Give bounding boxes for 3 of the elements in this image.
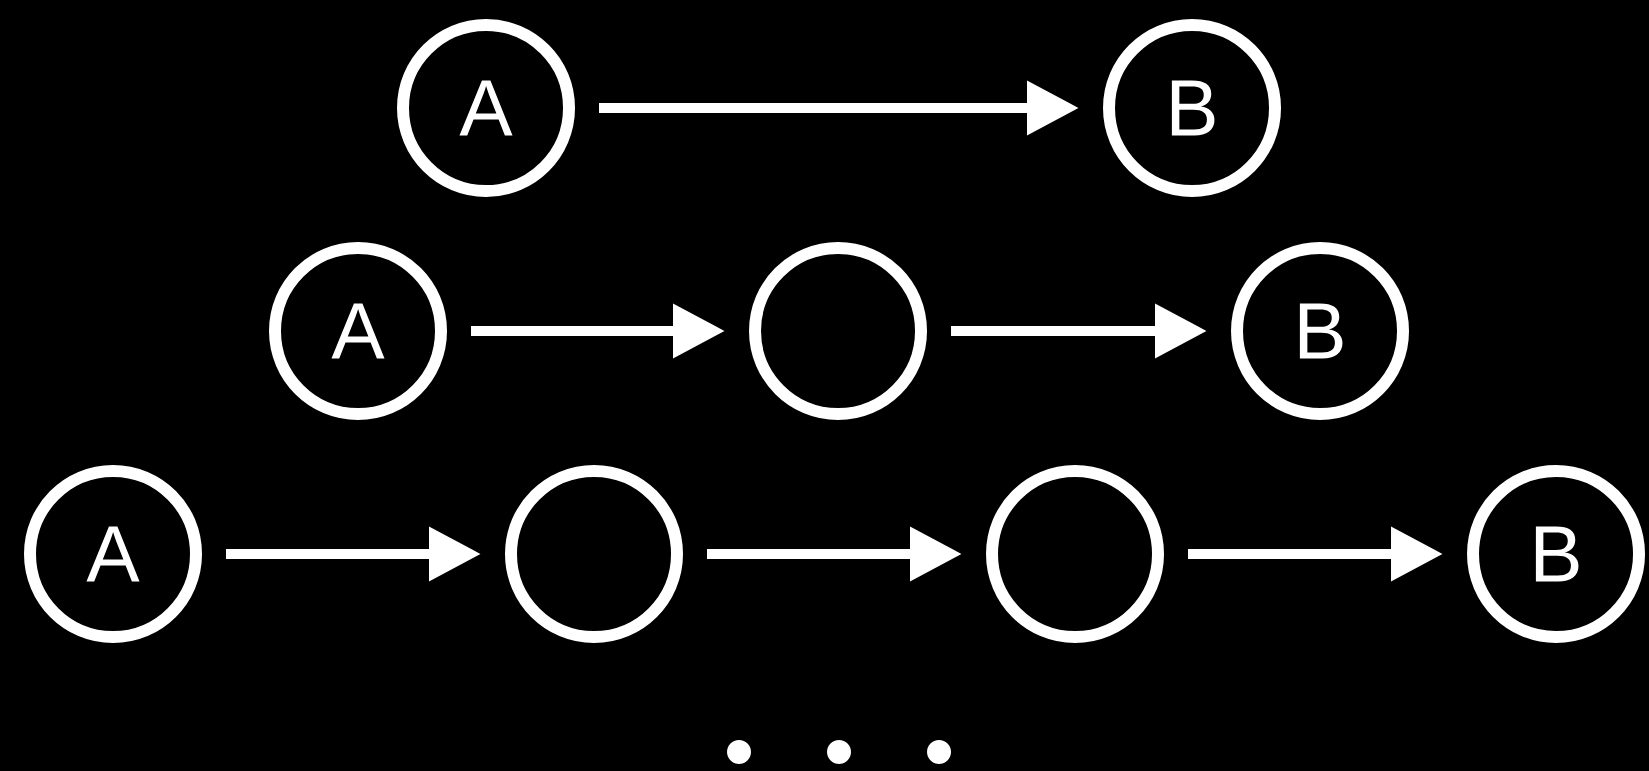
empty-circle (749, 242, 927, 420)
empty-circle (986, 465, 1164, 643)
empty-circle (505, 465, 683, 643)
